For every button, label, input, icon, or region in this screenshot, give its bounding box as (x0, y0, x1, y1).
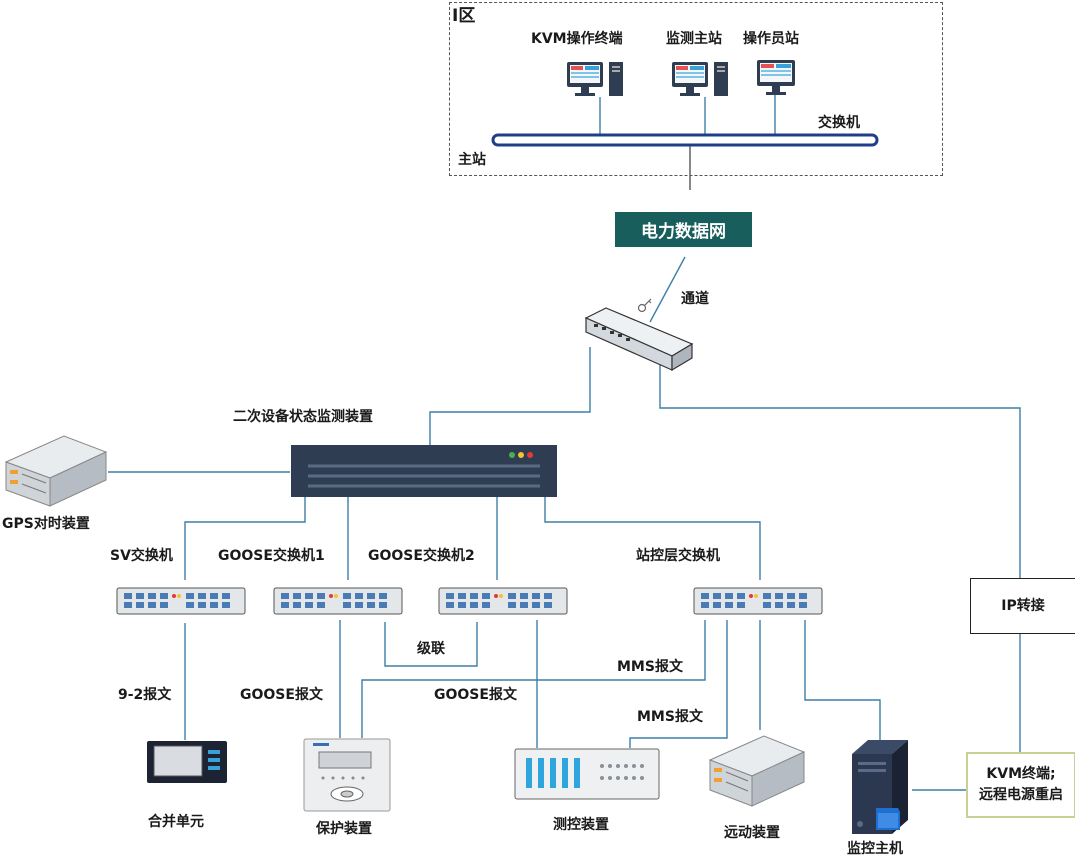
telecontrol-server-icon (708, 735, 806, 807)
workstation-label-operator: 操作员站 (743, 31, 799, 47)
mms-label-2: MMS报文 (637, 709, 703, 725)
mms-label-1: MMS报文 (617, 659, 683, 675)
kvm-line-2: 远程电源重启 (979, 787, 1063, 803)
monitor-device-label: 二次设备状态监测装置 (233, 409, 373, 425)
merging-unit-label: 合并单元 (148, 814, 204, 830)
goose-switch-1-label: GOOSE交换机1 (218, 548, 325, 564)
router-icon (584, 307, 694, 372)
main-station-switch-bar (491, 133, 879, 147)
goose-switch-2-label: GOOSE交换机2 (368, 548, 475, 564)
ip-relay-label: IP转接 (1001, 597, 1045, 614)
zone-label: I区 (452, 6, 476, 26)
telecontrol-label: 远动装置 (724, 825, 780, 841)
goose-switch-1-icon (273, 587, 403, 615)
sv-switch-icon (116, 587, 246, 615)
monitor-host-icon (852, 740, 908, 834)
gps-label: GPS对时装置 (2, 516, 90, 532)
station-label: 主站 (458, 152, 486, 168)
monitor-workstation-icon (672, 62, 728, 96)
kvm-terminal-box: KVM终端; 远程电源重启 (966, 752, 1075, 818)
protection-device-icon (303, 738, 391, 812)
channel-label: 通道 (681, 291, 709, 307)
goose-msg-label-1: GOOSE报文 (240, 687, 323, 703)
goose-switch-2-icon (438, 587, 568, 615)
monitor-device-chassis (291, 445, 557, 497)
sv-msg-label: 9-2报文 (118, 687, 172, 703)
gps-server-icon (4, 435, 108, 507)
protection-device-label: 保护装置 (316, 821, 372, 837)
merging-unit-icon (147, 741, 227, 783)
kvm-workstation-icon (567, 62, 623, 96)
workstation-label-kvm: KVM操作终端 (531, 31, 623, 47)
monitor-host-label: 监控主机 (847, 841, 903, 857)
measure-control-label: 测控装置 (553, 817, 609, 833)
workstation-label-monitor: 监测主站 (666, 31, 722, 47)
kvm-line-1: KVM终端; (986, 766, 1056, 782)
main-switch-label: 交换机 (818, 115, 860, 131)
key-icon (637, 298, 652, 313)
power-data-network-box: 电力数据网 (615, 212, 752, 247)
goose-msg-label-2: GOOSE报文 (434, 687, 517, 703)
ip-relay-box: IP转接 (970, 578, 1075, 634)
sv-switch-label: SV交换机 (110, 548, 173, 564)
operator-workstation-icon (757, 60, 795, 95)
zone-i-boundary (449, 2, 943, 176)
cascade-label: 级联 (417, 641, 445, 657)
measure-control-icon (514, 748, 660, 800)
station-switch-label: 站控层交换机 (636, 548, 720, 564)
station-switch-icon (693, 587, 823, 615)
